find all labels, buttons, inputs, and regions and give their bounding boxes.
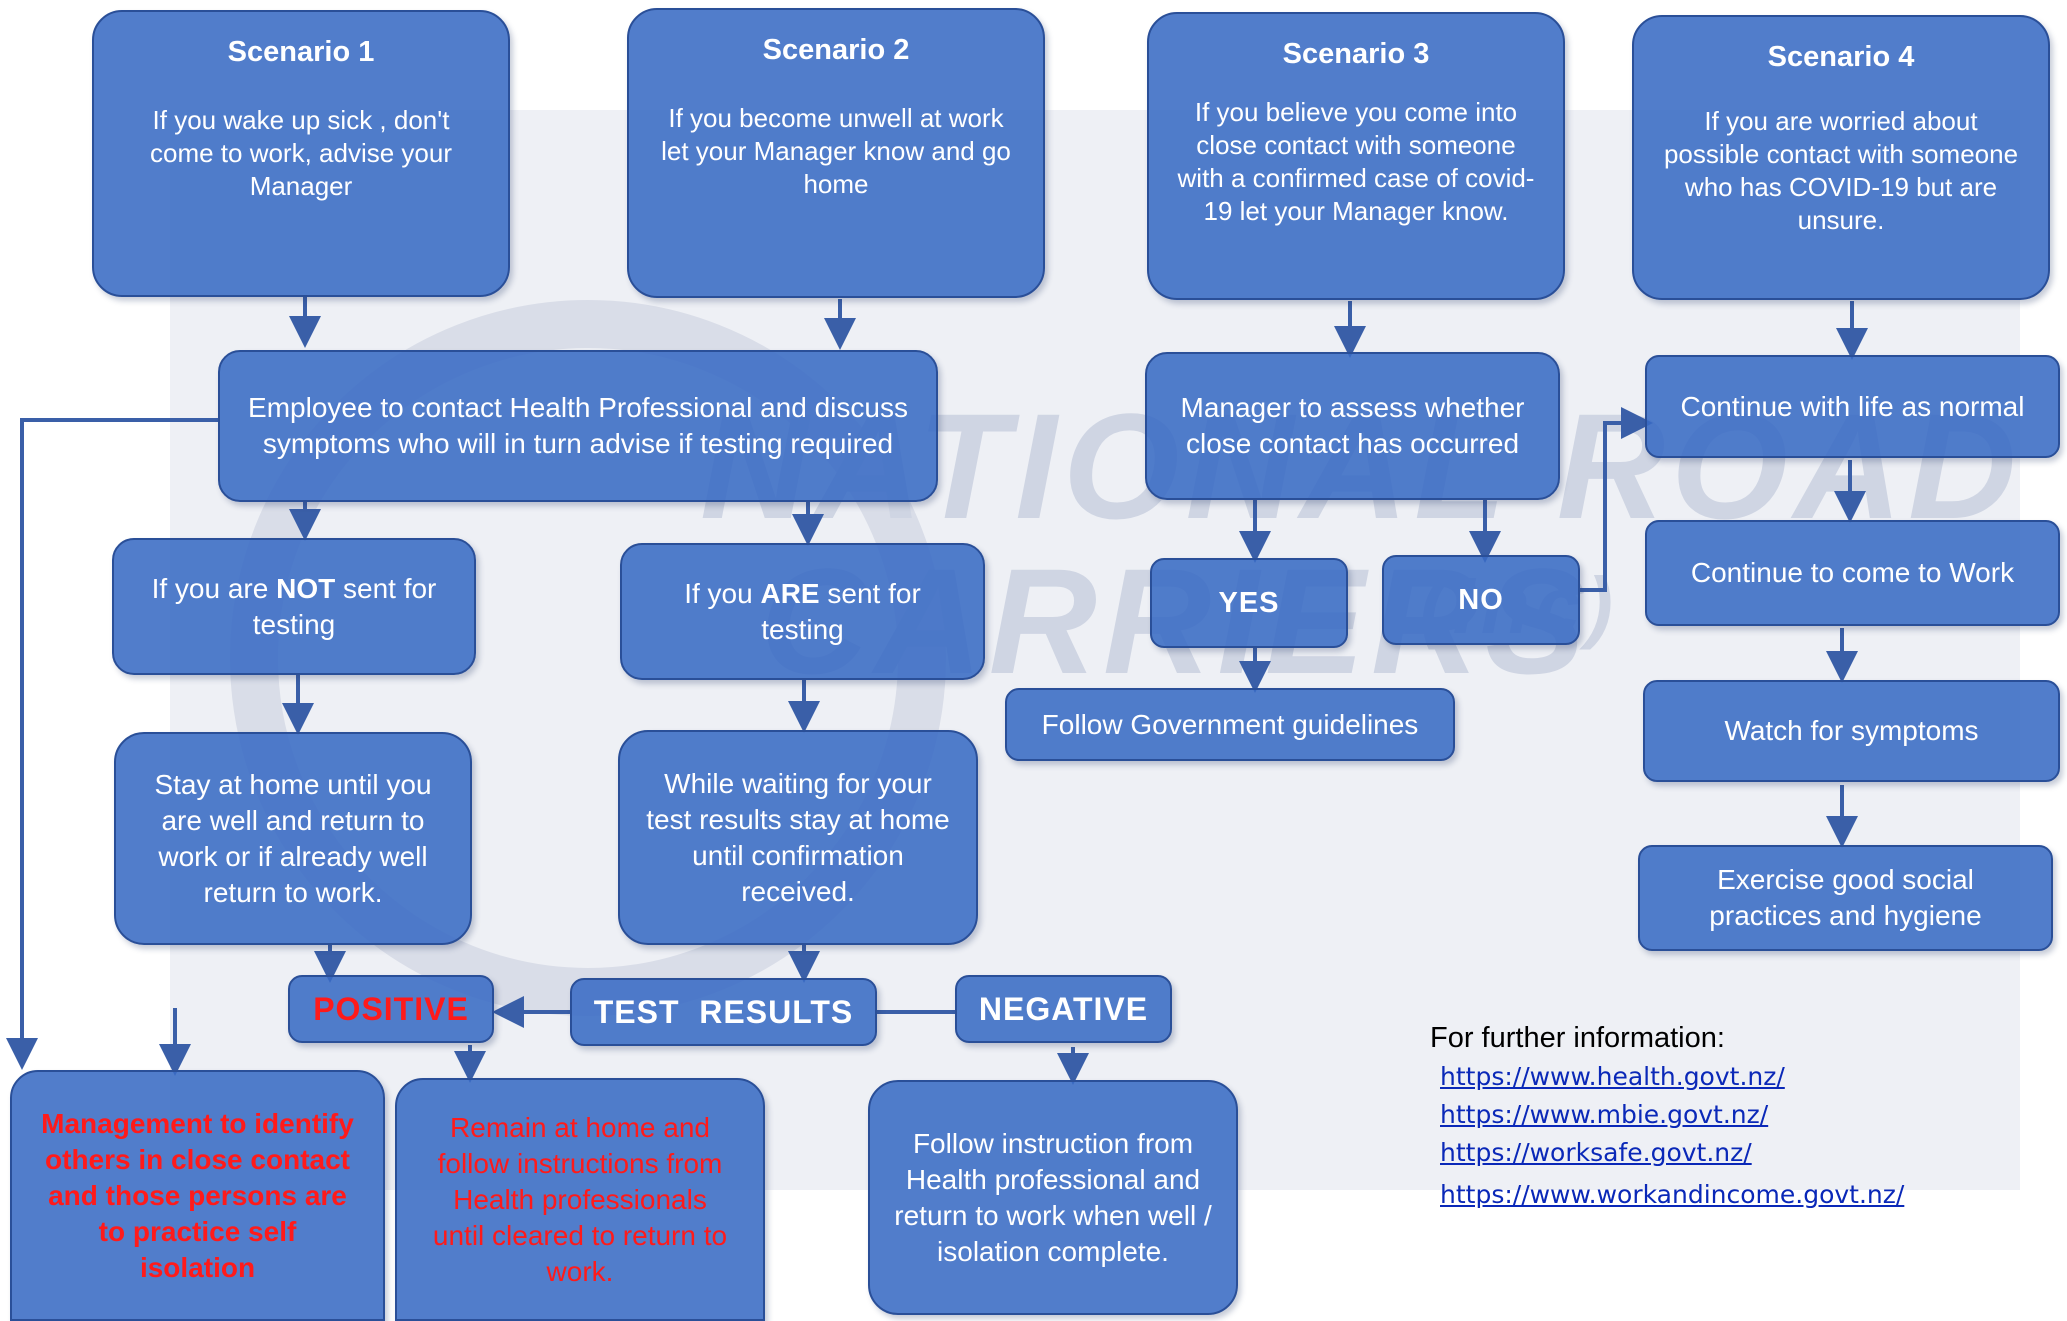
continue-life-text: Continue with life as normal xyxy=(1680,390,2025,422)
scenario-2-box: Scenario 2 If you become unwell at work … xyxy=(627,8,1045,298)
scenario-1-text: If you wake up sick , don't come to work… xyxy=(149,105,452,201)
link-workandincome[interactable]: https://www.workandincome.govt.nz/ xyxy=(1440,1180,1905,1209)
are-sent-box: If you ARE sent for testing xyxy=(620,543,985,680)
continue-work-text: Continue to come to Work xyxy=(1690,557,2015,588)
positive-label-box: POSITIVE xyxy=(288,975,494,1043)
waiting-results-box: While waiting for your test results stay… xyxy=(618,730,978,945)
scenario-1-title: Scenario 1 xyxy=(227,36,375,68)
scenario-2-text: If you become unwell at work let your Ma… xyxy=(661,103,1011,199)
exercise-hygiene-text: Exercise good social practices and hygie… xyxy=(1709,864,1982,931)
yes-label: YES xyxy=(1218,587,1280,619)
negative-label: NEGATIVE xyxy=(978,991,1149,1027)
positive-label: POSITIVE xyxy=(313,991,469,1027)
watch-symptoms-text: Watch for symptoms xyxy=(1724,715,1979,746)
stay-home-box: Stay at home until you are well and retu… xyxy=(114,732,472,945)
management-text: Management to identify others in close c… xyxy=(41,1107,354,1283)
scenario-1-box: Scenario 1 If you wake up sick , don't c… xyxy=(92,10,510,297)
no-label: NO xyxy=(1458,584,1504,616)
arrow-contact-to-management xyxy=(6,418,218,1070)
follow-instruction-text: Follow instruction from Health professio… xyxy=(894,1127,1212,1267)
further-info-heading: For further information: xyxy=(1430,1022,1725,1054)
scenario-3-text: If you believe you come into close conta… xyxy=(1177,97,1535,226)
not-sent-box: If you are NOT sent for testing xyxy=(112,538,476,675)
link-worksafe[interactable]: https://worksafe.govt.nz/ xyxy=(1440,1138,1752,1167)
follow-instruction-box: Follow instruction from Health professio… xyxy=(868,1080,1238,1315)
yes-box: YES xyxy=(1150,558,1348,648)
contact-health-text: Employee to contact Health Professional … xyxy=(248,392,908,459)
scenario-4-box: Scenario 4 If you are worried about poss… xyxy=(1632,15,2050,300)
continue-life-box: Continue with life as normal xyxy=(1645,355,2060,458)
follow-government-text: Follow Government guidelines xyxy=(1041,708,1419,740)
no-box: NO xyxy=(1382,555,1580,645)
remain-home-text: Remain at home and follow instructions f… xyxy=(432,1111,728,1287)
scenario-4-title: Scenario 4 xyxy=(1767,41,1915,73)
are-sent-text: If you ARE sent for testing xyxy=(684,577,921,645)
link-health[interactable]: https://www.health.govt.nz/ xyxy=(1440,1062,1785,1091)
test-results-box: TEST RESULTS xyxy=(570,978,877,1046)
management-box: Management to identify others in close c… xyxy=(10,1070,385,1321)
watch-symptoms-box: Watch for symptoms xyxy=(1643,680,2060,782)
exercise-hygiene-box: Exercise good social practices and hygie… xyxy=(1638,845,2053,951)
scenario-3-box: Scenario 3 If you believe you come into … xyxy=(1147,12,1565,300)
manager-assess-text: Manager to assess whether close contact … xyxy=(1180,392,1525,459)
link-mbie[interactable]: https://www.mbie.govt.nz/ xyxy=(1440,1100,1769,1129)
negative-label-box: NEGATIVE xyxy=(955,975,1172,1043)
scenario-2-title: Scenario 2 xyxy=(762,34,910,66)
scenario-3-title: Scenario 3 xyxy=(1282,38,1430,70)
test-results-label: TEST RESULTS xyxy=(593,994,854,1030)
contact-health-professional-box: Employee to contact Health Professional … xyxy=(218,350,938,502)
manager-assess-box: Manager to assess whether close contact … xyxy=(1145,352,1560,500)
remain-home-box: Remain at home and follow instructions f… xyxy=(395,1078,765,1321)
arrow-no-to-continue xyxy=(1580,407,1653,592)
scenario-4-text: If you are worried about possible contac… xyxy=(1663,106,2019,235)
not-sent-text: If you are NOT sent for testing xyxy=(151,572,437,640)
stay-home-text: Stay at home until you are well and retu… xyxy=(154,768,432,908)
follow-government-box: Follow Government guidelines xyxy=(1005,688,1455,761)
continue-work-box: Continue to come to Work xyxy=(1645,520,2060,626)
waiting-results-text: While waiting for your test results stay… xyxy=(646,767,950,907)
